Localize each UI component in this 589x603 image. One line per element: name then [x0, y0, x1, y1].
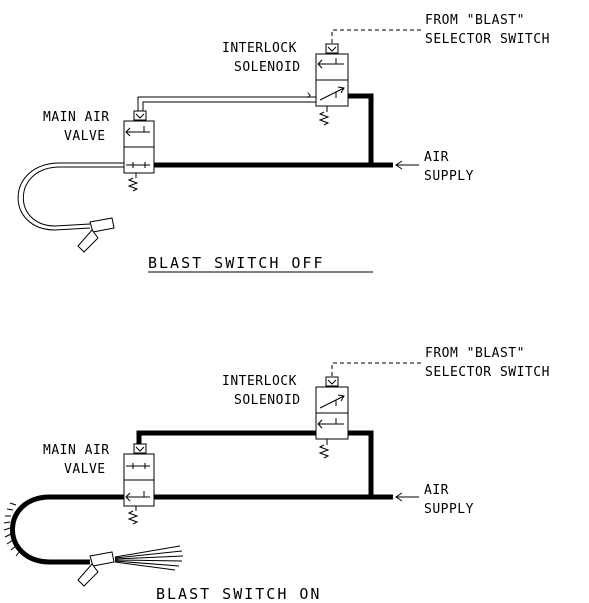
hose-inner: [22, 166, 124, 227]
main-air-valve: [123, 443, 155, 525]
blast-nozzle-icon: [77, 217, 115, 253]
main-air-label: MAIN AIR: [43, 110, 110, 125]
supply-riser: [348, 93, 374, 165]
main-valve-upper-box: [123, 453, 155, 481]
hose-pressurised: [10, 494, 124, 565]
solenoid-actuator: [325, 376, 339, 387]
air-label: AIR: [424, 483, 449, 498]
hose-vibration-marks: [3, 502, 21, 557]
spring-icon: [127, 177, 139, 192]
solenoid-label: SOLENOID: [234, 60, 301, 75]
air-spray-lines: [114, 545, 184, 571]
signal-dashed-line: [331, 29, 421, 44]
signal-dashed-line: [331, 362, 421, 377]
main-valve-actuator: [133, 443, 147, 454]
supply-label: SUPPLY: [424, 169, 474, 184]
selector-switch-label: SELECTOR SWITCH: [425, 365, 550, 380]
interlock-label: INTERLOCK: [222, 41, 297, 56]
interlock-label: INTERLOCK: [222, 374, 297, 389]
solenoid-lower-box: [315, 79, 349, 107]
diagram-blast-on: FROM "BLAST" SELECTOR SWITCH INTERLOCK S…: [3, 346, 550, 603]
from-blast-label: FROM "BLAST": [425, 346, 525, 361]
main-air-valve: [123, 110, 155, 192]
solenoid-actuator: [325, 43, 339, 54]
svg-text:›: ›: [305, 88, 313, 103]
air-label: AIR: [424, 150, 449, 165]
diagram-blast-off: FROM "BLAST" SELECTOR SWITCH INTERLOCK S…: [17, 13, 550, 273]
main-valve-actuator: [133, 110, 147, 121]
pilot-line-a: [137, 96, 316, 112]
spring-icon: [318, 444, 330, 459]
pilot-line-b: [142, 101, 316, 112]
spring-icon: [127, 510, 139, 525]
pilot-line-pressurised: [136, 430, 316, 446]
main-valve-lower-box: [123, 146, 155, 174]
supply-riser: [348, 430, 374, 497]
caption-blast-off: BLAST SWITCH OFF: [148, 254, 325, 272]
supply-label: SUPPLY: [424, 502, 474, 517]
interlock-solenoid-valve: [315, 376, 349, 459]
solenoid-lower-box: [315, 412, 349, 440]
interlock-solenoid-valve: ›: [305, 43, 349, 126]
caption-blast-on: BLAST SWITCH ON: [156, 585, 321, 603]
valve-label: VALVE: [64, 462, 106, 477]
blast-nozzle-icon: [77, 551, 115, 587]
spring-icon: [318, 111, 330, 126]
solenoid-label: SOLENOID: [234, 393, 301, 408]
solenoid-upper-box: [315, 386, 349, 414]
selector-switch-label: SELECTOR SWITCH: [425, 32, 550, 47]
supply-arrow: [395, 160, 419, 170]
from-blast-label: FROM "BLAST": [425, 13, 525, 28]
main-valve-lower-box: [123, 479, 155, 507]
hose-outer: [17, 162, 124, 231]
supply-arrow: [395, 492, 419, 502]
main-valve-upper-box: [123, 120, 155, 148]
valve-label: VALVE: [64, 129, 106, 144]
main-air-label: MAIN AIR: [43, 443, 110, 458]
